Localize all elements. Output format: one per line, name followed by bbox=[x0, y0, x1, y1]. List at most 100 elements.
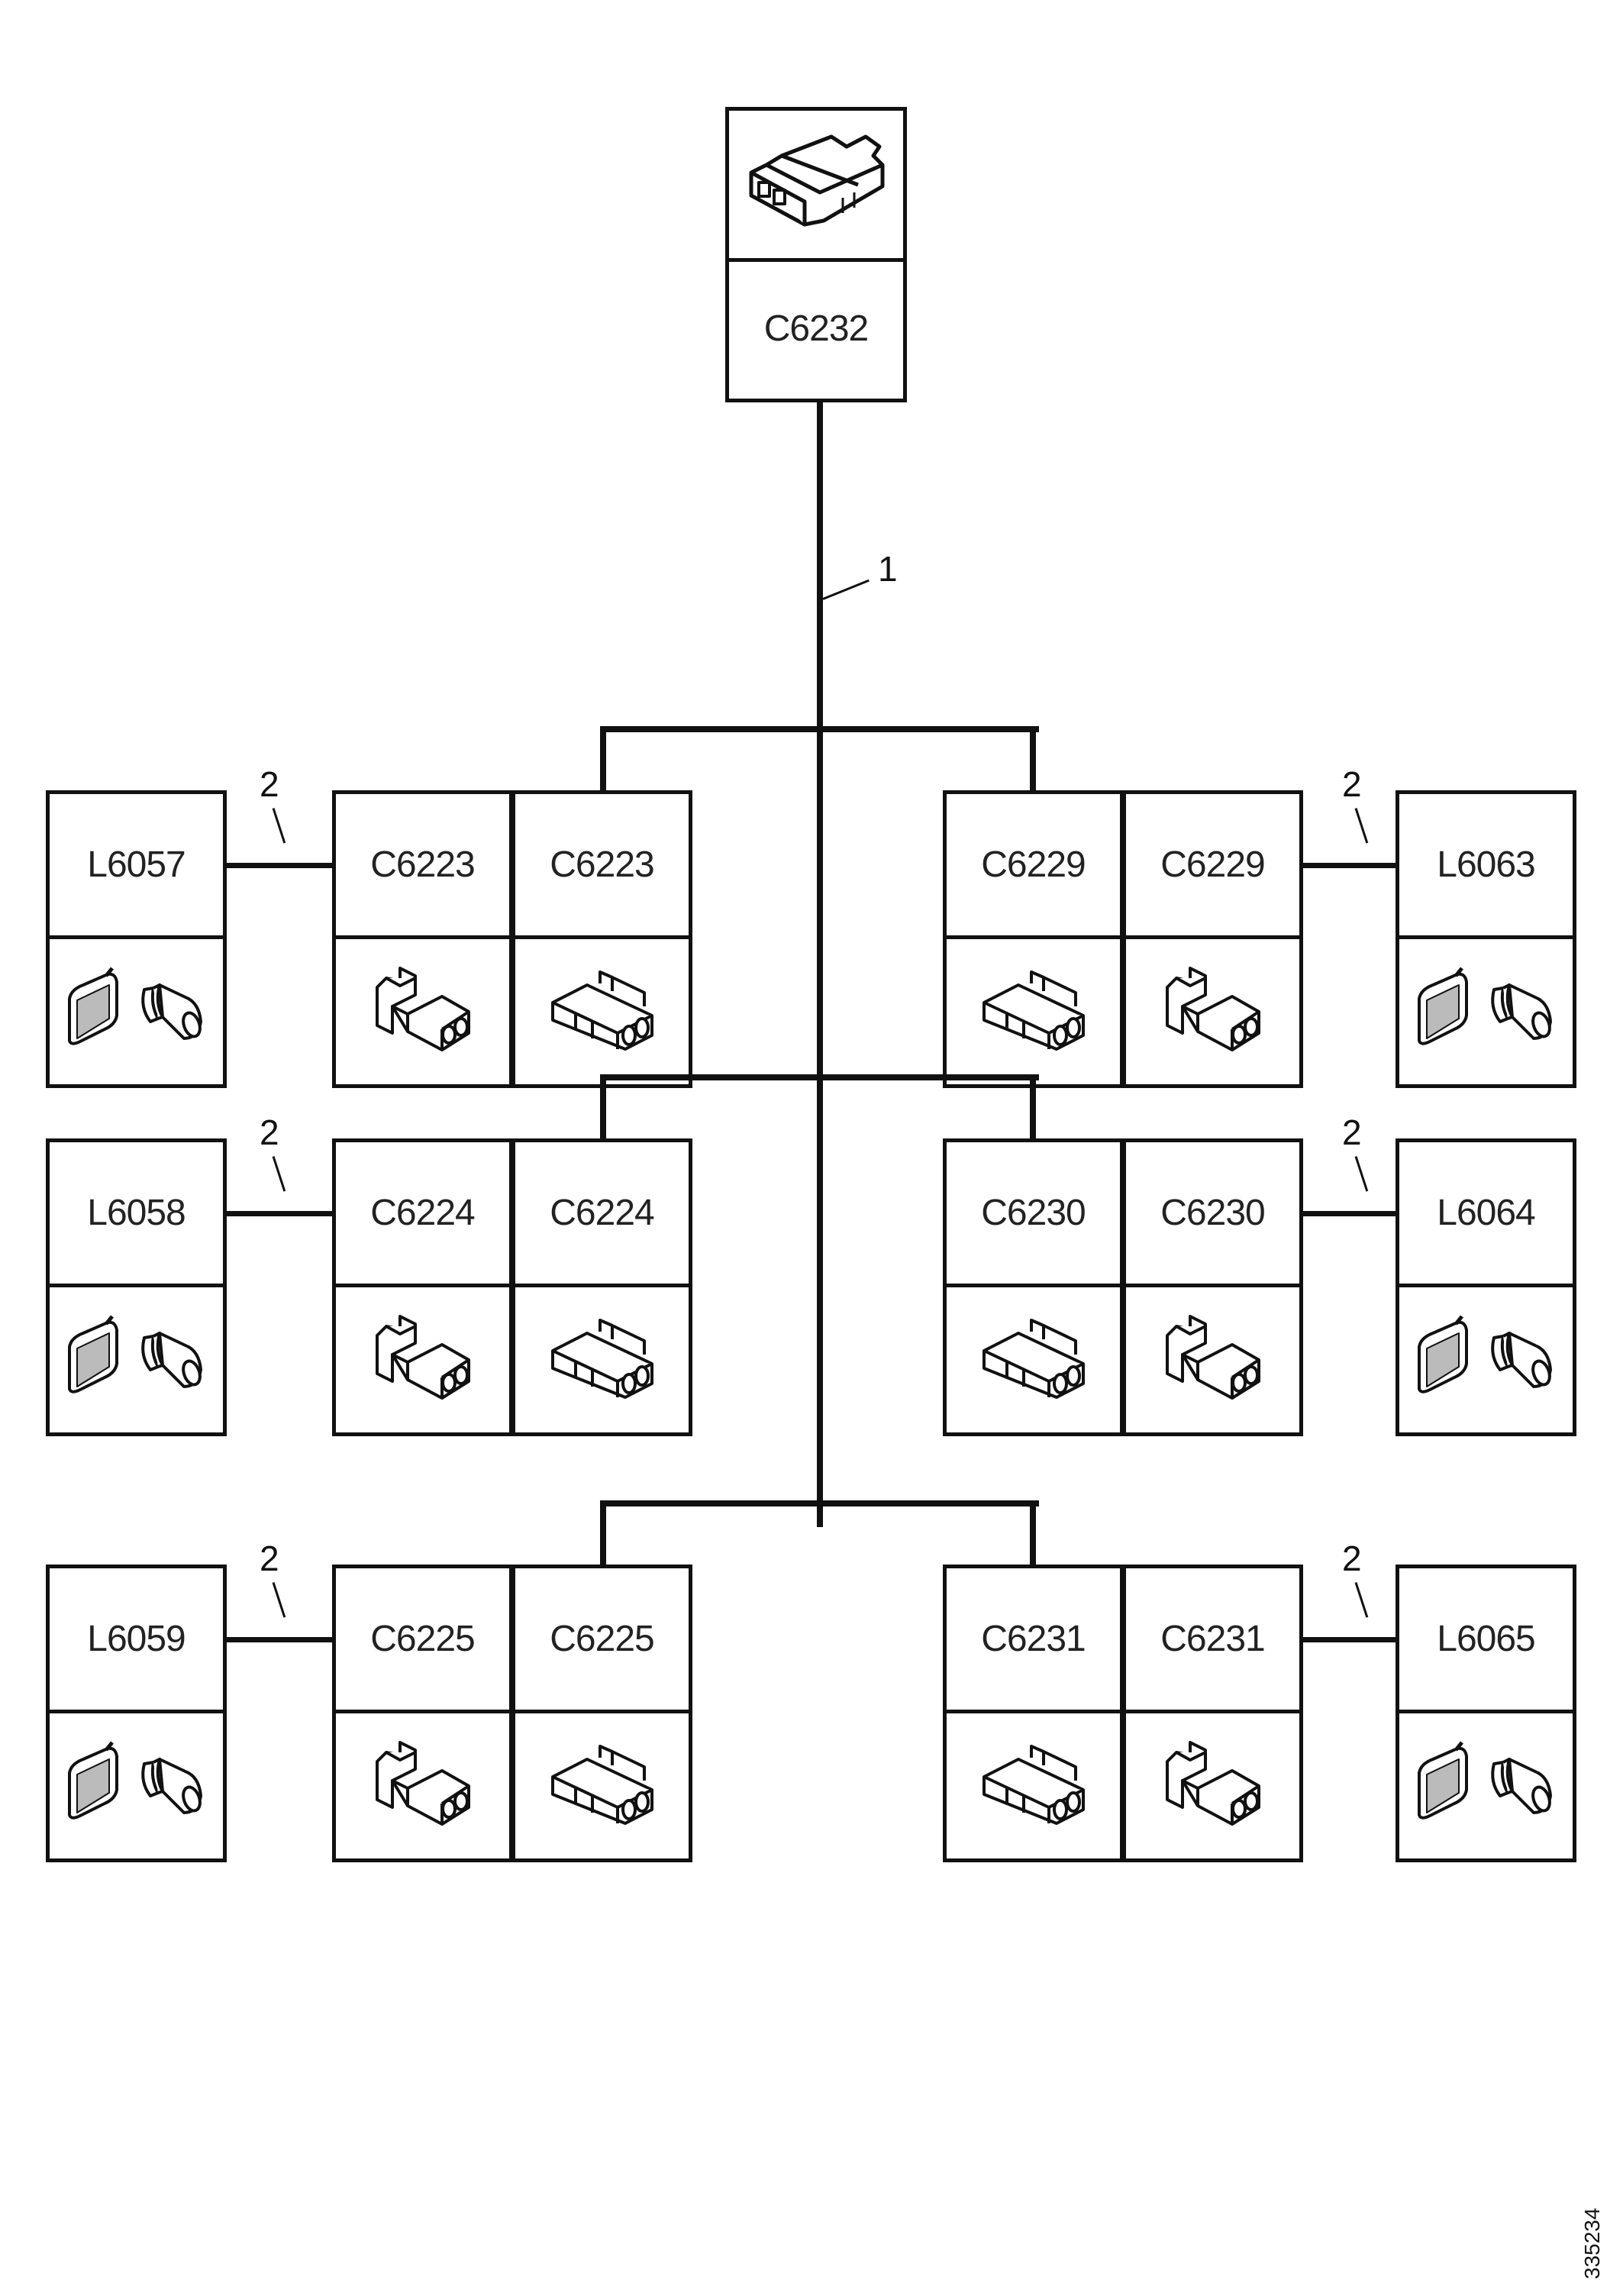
connector-box-left-a-row-1: C6223 bbox=[332, 790, 513, 1088]
lamp-box-left-row-2-image-cell bbox=[50, 1287, 223, 1432]
female-connector-icon bbox=[976, 968, 1091, 1056]
lamp-wire-callout-right-row-2: 2 bbox=[1342, 1112, 1362, 1152]
connector-box-left-b-row-3-label-cell: C6225 bbox=[515, 1568, 689, 1713]
root-connector-id: C6232 bbox=[763, 308, 869, 349]
connector-box-left-a-row-1-label-cell: C6223 bbox=[336, 794, 509, 939]
lamp-wire-callout-right-row-2-leader bbox=[1354, 1156, 1369, 1192]
lamp-wire-callout-right-row-1-leader bbox=[1354, 808, 1369, 844]
lamp-box-right-row-3-image-cell bbox=[1399, 1713, 1573, 1858]
lamp-wire-callout-left-row-2-leader bbox=[272, 1156, 286, 1192]
connector-box-right-a-row-2-id: C6230 bbox=[981, 1193, 1086, 1233]
lamp-box-left-row-3-label-cell: L6059 bbox=[50, 1568, 223, 1713]
female-connector-icon bbox=[545, 1316, 660, 1404]
branch-drop-right-row-1 bbox=[1030, 726, 1036, 790]
connector-box-left-b-row-1-id: C6223 bbox=[550, 844, 654, 885]
connector-box-right-a-row-2: C6230 bbox=[943, 1138, 1124, 1436]
connector-box-left-b-row-3-id: C6225 bbox=[550, 1619, 654, 1659]
connector-box-right-b-row-3-image-cell bbox=[1126, 1713, 1299, 1858]
female-connector-icon bbox=[976, 1316, 1091, 1404]
lamp-box-left-row-1: L6057 bbox=[46, 790, 227, 1088]
branch-drop-left-row-2 bbox=[600, 1074, 606, 1138]
lamp-box-right-row-3: L6065 bbox=[1396, 1565, 1576, 1862]
male-connector-icon bbox=[1160, 964, 1266, 1060]
lamp-and-bulb-icon bbox=[1410, 966, 1563, 1056]
connector-box-right-a-row-1: C6229 bbox=[943, 790, 1124, 1088]
lamp-wire-right-row-1 bbox=[1303, 862, 1396, 868]
connector-box-left-a-row-2-image-cell bbox=[336, 1287, 509, 1432]
male-connector-icon bbox=[369, 1313, 476, 1408]
connector-box-right-a-row-1-image-cell bbox=[947, 939, 1120, 1084]
lamp-wire-callout-left-row-1: 2 bbox=[260, 764, 279, 804]
lamp-wire-callout-left-row-1-leader bbox=[272, 808, 286, 844]
female-connector-icon bbox=[545, 968, 660, 1056]
lamp-box-left-row-1-image-cell bbox=[50, 939, 223, 1084]
lamp-wire-callout-right-row-3-leader bbox=[1354, 1582, 1369, 1618]
lamp-box-right-row-2-image-cell bbox=[1399, 1287, 1573, 1432]
main-wire-callout-leader bbox=[822, 579, 870, 600]
lamp-box-right-row-1-image-cell bbox=[1399, 939, 1573, 1084]
connector-box-left-b-row-3-image-cell bbox=[515, 1713, 689, 1858]
branch-drop-right-row-3 bbox=[1030, 1500, 1036, 1565]
connector-box-right-b-row-1-id: C6229 bbox=[1160, 844, 1265, 885]
branch-drop-left-row-3 bbox=[600, 1500, 606, 1565]
lamp-wire-callout-right-row-3: 2 bbox=[1342, 1539, 1362, 1578]
lamp-wire-callout-left-row-2: 2 bbox=[260, 1112, 279, 1152]
lamp-wire-callout-right-row-1: 2 bbox=[1342, 764, 1362, 804]
branch-drop-left-row-1 bbox=[600, 726, 606, 790]
connector-box-left-a-row-2-id: C6224 bbox=[370, 1193, 475, 1233]
lamp-wire-left-row-3 bbox=[226, 1636, 332, 1642]
lamp-box-left-row-1-label-cell: L6057 bbox=[50, 794, 223, 939]
lamp-and-bulb-icon bbox=[1410, 1314, 1563, 1404]
connector-box-left-b-row-3: C6225 bbox=[511, 1565, 692, 1862]
multi-pin-connector-icon bbox=[744, 125, 889, 244]
root-connector-image-cell bbox=[729, 111, 903, 262]
lamp-and-bulb-icon bbox=[1410, 1740, 1563, 1830]
lamp-wire-left-row-2 bbox=[226, 1210, 332, 1216]
connector-box-left-b-row-2-label-cell: C6224 bbox=[515, 1142, 689, 1287]
connector-box-right-a-row-3-label-cell: C6231 bbox=[947, 1568, 1120, 1713]
male-connector-icon bbox=[1160, 1313, 1266, 1408]
male-connector-icon bbox=[369, 964, 476, 1060]
female-connector-icon bbox=[545, 1742, 660, 1830]
lamp-box-right-row-1-id: L6063 bbox=[1437, 844, 1535, 885]
lamp-box-left-row-2-id: L6058 bbox=[87, 1193, 186, 1233]
connector-box-left-b-row-1: C6223 bbox=[511, 790, 692, 1088]
connector-box-left-b-row-2-id: C6224 bbox=[550, 1193, 654, 1233]
lamp-box-right-row-2-id: L6064 bbox=[1437, 1193, 1535, 1233]
connector-box-left-a-row-3-label-cell: C6225 bbox=[336, 1568, 509, 1713]
connector-box-right-b-row-2-label-cell: C6230 bbox=[1126, 1142, 1299, 1287]
lamp-box-left-row-3-id: L6059 bbox=[87, 1619, 186, 1659]
lamp-box-left-row-2-label-cell: L6058 bbox=[50, 1142, 223, 1287]
connector-box-right-a-row-3-image-cell bbox=[947, 1713, 1120, 1858]
lamp-box-right-row-1: L6063 bbox=[1396, 790, 1576, 1088]
connector-box-left-b-row-1-image-cell bbox=[515, 939, 689, 1084]
connector-box-right-b-row-3-id: C6231 bbox=[1160, 1619, 1265, 1659]
lamp-wire-callout-left-row-3: 2 bbox=[260, 1539, 279, 1578]
lamp-box-right-row-1-label-cell: L6063 bbox=[1399, 794, 1573, 939]
connector-box-left-b-row-2-image-cell bbox=[515, 1287, 689, 1432]
lamp-box-left-row-2: L6058 bbox=[46, 1138, 227, 1436]
connector-box-right-a-row-3: C6231 bbox=[943, 1565, 1124, 1862]
lamp-box-right-row-3-id: L6065 bbox=[1437, 1619, 1535, 1659]
connector-box-right-b-row-1-image-cell bbox=[1126, 939, 1299, 1084]
connector-box-left-b-row-1-label-cell: C6223 bbox=[515, 794, 689, 939]
branch-wire-row-3 bbox=[600, 1500, 1039, 1506]
lamp-and-bulb-icon bbox=[60, 1314, 213, 1404]
root-connector-label-cell: C6232 bbox=[729, 258, 903, 399]
male-connector-icon bbox=[1160, 1739, 1266, 1834]
connector-box-left-a-row-1-id: C6223 bbox=[370, 844, 475, 885]
document-id: 335234 bbox=[1580, 2207, 1604, 2279]
connector-box-right-b-row-2: C6230 bbox=[1122, 1138, 1303, 1436]
lamp-box-left-row-3: L6059 bbox=[46, 1565, 227, 1862]
connector-box-right-a-row-1-label-cell: C6229 bbox=[947, 794, 1120, 939]
connector-box-right-b-row-3-label-cell: C6231 bbox=[1126, 1568, 1299, 1713]
lamp-and-bulb-icon bbox=[60, 1740, 213, 1830]
connector-box-right-a-row-2-image-cell bbox=[947, 1287, 1120, 1432]
lamp-wire-right-row-3 bbox=[1303, 1636, 1396, 1642]
connector-box-right-b-row-3: C6231 bbox=[1122, 1565, 1303, 1862]
connector-box-right-b-row-2-id: C6230 bbox=[1160, 1193, 1265, 1233]
lamp-box-left-row-3-image-cell bbox=[50, 1713, 223, 1858]
connector-box-right-b-row-1: C6229 bbox=[1122, 790, 1303, 1088]
connector-box-left-a-row-3-id: C6225 bbox=[370, 1619, 475, 1659]
